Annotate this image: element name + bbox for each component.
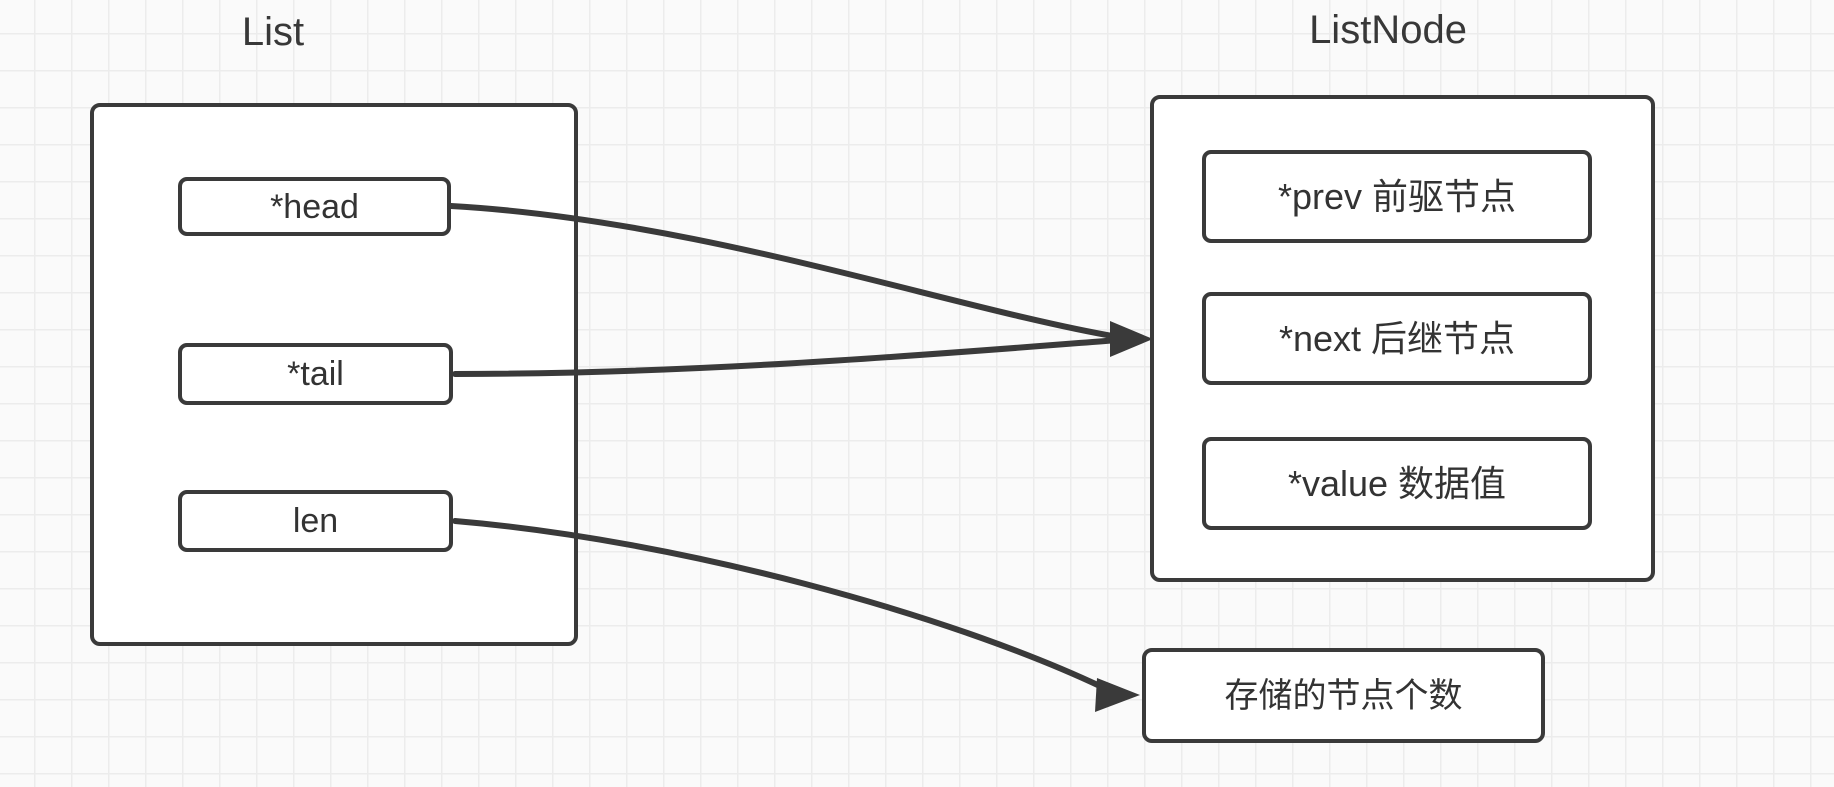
listnode-arrowhead-icon xyxy=(1110,321,1153,357)
prev-label: *prev 前驱节点 xyxy=(1277,175,1517,217)
list-field-tail[interactable]: *tail xyxy=(178,343,453,405)
list-field-head[interactable]: *head xyxy=(178,177,451,236)
node-count-note-shape[interactable]: 存储的节点个数 xyxy=(1142,648,1545,743)
listnode-title[interactable]: ListNode xyxy=(1309,8,1467,52)
next-label: *next 后继节点 xyxy=(1278,317,1516,359)
value-label: *value 数据值 xyxy=(1287,462,1507,504)
note-arrowhead-icon xyxy=(1095,678,1140,712)
listnode-field-next[interactable]: *next 后继节点 xyxy=(1202,292,1592,385)
list-field-len[interactable]: len xyxy=(178,490,453,552)
list-title[interactable]: List xyxy=(241,10,305,54)
head-label: *head xyxy=(270,187,359,226)
tail-label: *tail xyxy=(287,355,344,393)
len-label: len xyxy=(292,502,339,540)
node-count-label: 存储的节点个数 xyxy=(1224,676,1463,715)
listnode-field-value[interactable]: *value 数据值 xyxy=(1202,437,1592,530)
listnode-field-prev[interactable]: *prev 前驱节点 xyxy=(1202,150,1592,243)
